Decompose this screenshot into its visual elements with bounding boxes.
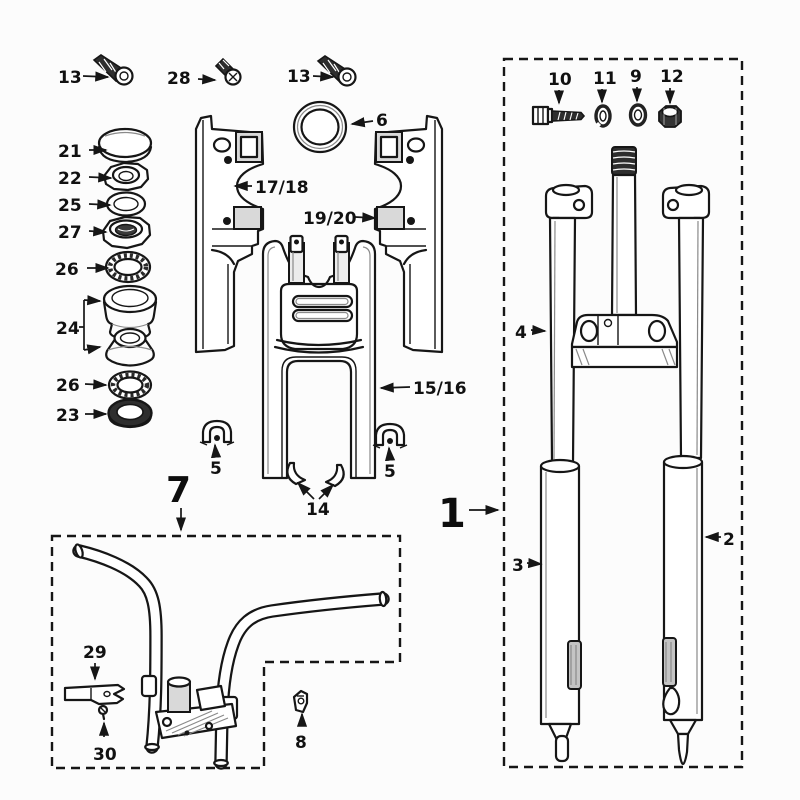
callout-5-right: 5 (384, 462, 396, 482)
callout-6: 6 (376, 111, 388, 131)
part-washer-11 (594, 104, 612, 128)
part-clip-left (199, 419, 235, 446)
part-screw-13-left (92, 54, 134, 86)
callout-22: 22 (58, 169, 82, 189)
part-handlebar-clamp (140, 674, 239, 740)
callout-29: 29 (83, 643, 107, 663)
part-slider-right (662, 454, 704, 766)
callout-5-left: 5 (210, 459, 222, 479)
callout-2: 2 (723, 530, 735, 550)
callout-8: 8 (295, 733, 307, 753)
steering-stack (97, 127, 158, 429)
callout-13-left: 13 (58, 68, 82, 88)
part-handlebar (72, 543, 390, 770)
part-side-cover-right (373, 114, 444, 354)
part-steerer-tube (610, 146, 638, 317)
part-slider-left (539, 458, 582, 763)
callout-26-lower: 26 (56, 376, 80, 396)
part-fork-tube-right (661, 183, 711, 460)
part-bracket-29 (63, 683, 126, 706)
callout-14: 14 (306, 500, 330, 520)
callout-9: 9 (630, 67, 642, 87)
callout-26-upper: 26 (55, 260, 79, 280)
callout-arrows (79, 71, 721, 737)
callout-24: 24 (56, 319, 80, 339)
callout-4: 4 (515, 323, 527, 343)
part-washer-9 (628, 103, 648, 127)
part-front-cover (261, 234, 377, 480)
callout-11: 11 (593, 69, 617, 89)
callout-1-group: 1 (438, 491, 466, 537)
handlebar-assembly-box (50, 534, 402, 770)
callout-25: 25 (58, 196, 82, 216)
fork-assembly-box (502, 57, 744, 769)
callout-27: 27 (58, 223, 82, 243)
part-fork-tube-left (544, 183, 594, 464)
callout-3: 3 (512, 556, 524, 576)
part-hooks-14 (286, 461, 345, 488)
callout-labels: 13 28 13 6 21 22 25 27 26 24 26 23 17/18… (55, 67, 735, 765)
part-side-cover-left (194, 114, 265, 354)
callout-10: 10 (548, 70, 572, 90)
part-nut-12 (658, 105, 682, 128)
callout-15-16: 15/16 (413, 379, 467, 399)
callout-7-group: 7 (166, 470, 191, 511)
part-clip-right (372, 422, 408, 449)
part-screw-30 (97, 704, 109, 721)
part-screw-28 (214, 57, 242, 86)
callout-13-right: 13 (287, 67, 311, 87)
callout-12: 12 (660, 67, 684, 87)
callout-17-18: 17/18 (255, 178, 309, 198)
callout-28: 28 (167, 69, 191, 89)
part-screw-13-right (316, 55, 357, 87)
callout-19-20: 19/20 (303, 209, 357, 229)
callout-23: 23 (56, 406, 80, 426)
part-lower-bridge (570, 313, 679, 369)
callout-30: 30 (93, 745, 117, 765)
part-trim-ring-6 (292, 100, 348, 154)
part-clip-8 (292, 689, 309, 714)
callout-21: 21 (58, 142, 82, 162)
part-bolt-10 (531, 105, 586, 126)
